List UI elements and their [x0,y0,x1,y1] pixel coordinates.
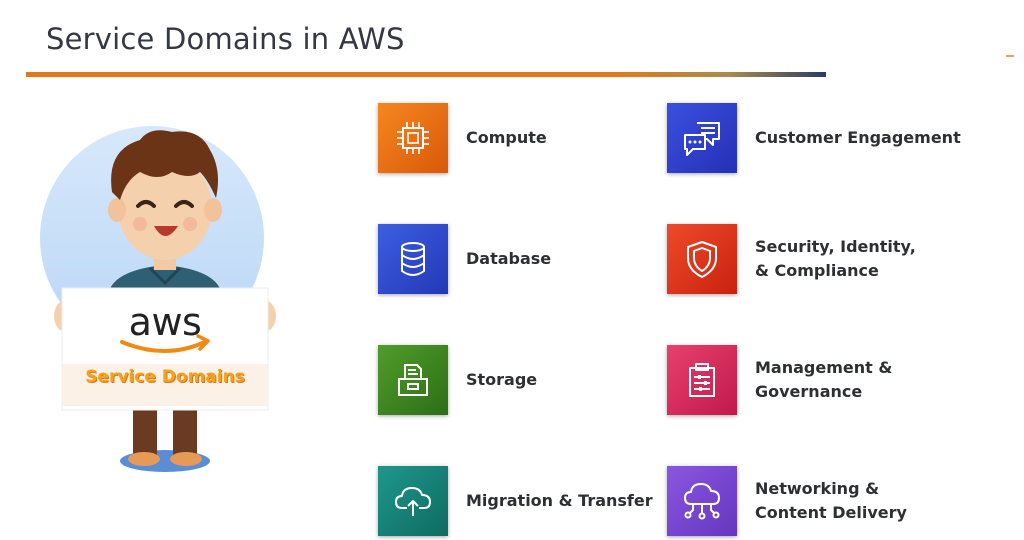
storage-icon [398,364,428,396]
cloud-network-icon [684,483,720,520]
service-migration-transfer[interactable]: Migration & Transfer [378,465,676,537]
shield-icon [687,241,717,278]
cloud-upload-icon [395,487,431,516]
service-database[interactable]: Database [378,223,676,295]
service-tile [667,224,737,294]
service-tile [667,345,737,415]
service-security-identity-compliance[interactable]: Security, Identity, & Compliance [667,223,925,295]
corner-mark [1006,55,1014,57]
character-figure [40,126,276,472]
database-icon [401,242,425,276]
service-label: Compute [466,128,547,147]
service-tile [378,345,448,415]
service-label: Customer Engagement [755,128,961,147]
service-networking-content-delivery[interactable]: Networking & Content Delivery [667,465,925,537]
title-underline [26,72,826,77]
service-label: Database [466,249,552,268]
aws-logo-text: aws [128,300,202,344]
service-tile [378,224,448,294]
chat-icon [684,122,720,156]
service-label: Storage [466,370,538,389]
sign-caption: Service Domains [85,367,245,387]
service-label: Management & Governance [755,358,893,401]
service-customer-engagement[interactable]: Customer Engagement [667,102,975,174]
service-tile [667,466,737,536]
service-tile [378,466,448,536]
page-title: Service Domains in AWS [46,22,405,56]
clipboard-icon [689,363,715,397]
service-label: Networking & Content Delivery [755,479,907,522]
service-label: Migration & Transfer [466,491,653,510]
chip-icon [397,122,429,154]
aws-character-illustration: aws Service Domains [40,120,290,480]
service-management-governance[interactable]: Management & Governance [667,344,905,416]
service-label: Security, Identity, & Compliance [755,237,916,280]
service-tile [667,103,737,173]
service-tile [378,103,448,173]
service-compute[interactable]: Compute [378,102,676,174]
service-storage[interactable]: Storage [378,344,676,416]
